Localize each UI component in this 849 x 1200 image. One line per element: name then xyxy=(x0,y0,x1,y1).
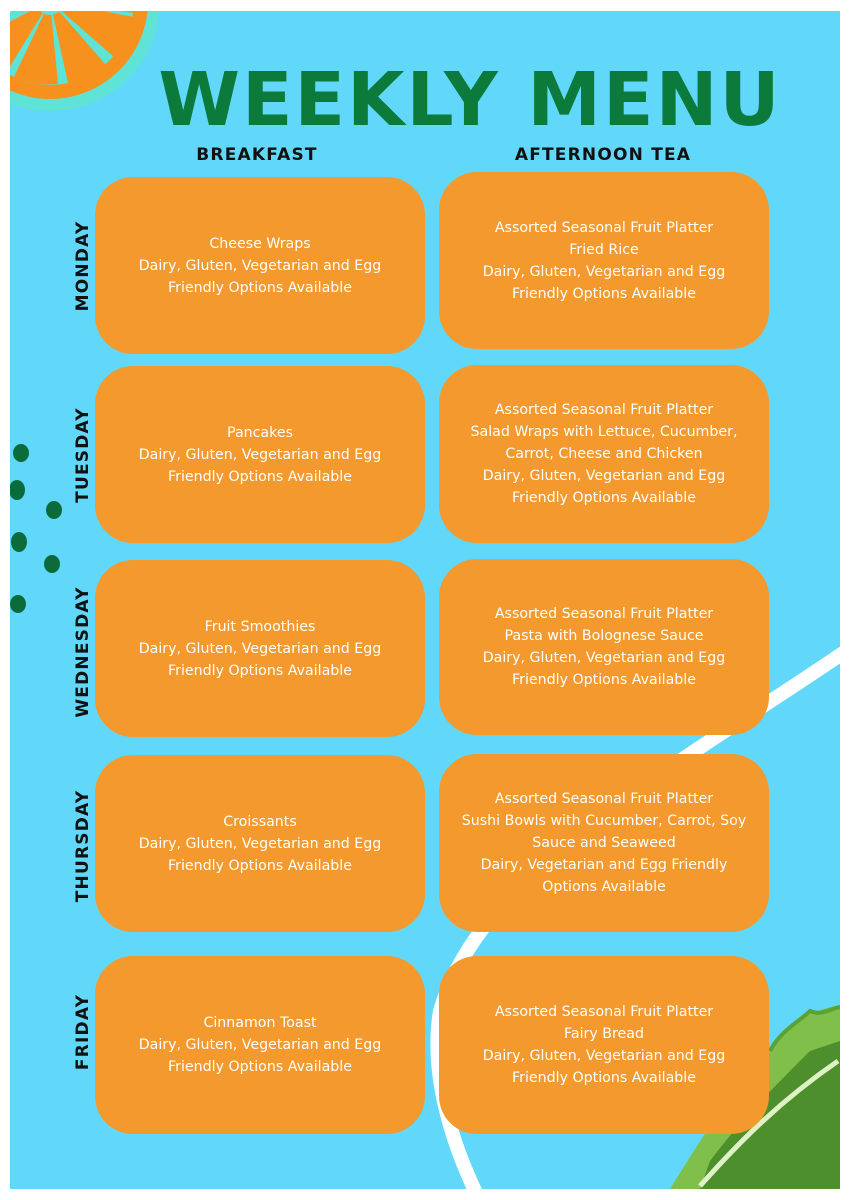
orange-slice-icon xyxy=(10,11,160,111)
monday-afternoon-tea-card: Assorted Seasonal Fruit Platter Fried Ri… xyxy=(439,172,769,349)
meal-line: Dairy, Gluten, Vegetarian and Egg xyxy=(482,468,726,484)
meal-line: Friendly Options Available xyxy=(512,1070,696,1086)
breakfast-column-header: BREAKFAST xyxy=(196,145,318,165)
thursday-breakfast-card: Croissants Dairy, Gluten, Vegetarian and… xyxy=(95,755,425,932)
day-label-friday: FRIDAY xyxy=(73,993,93,1071)
meal-line: Friendly Options Available xyxy=(512,490,696,506)
tuesday-breakfast-card: Pancakes Dairy, Gluten, Vegetarian and E… xyxy=(95,366,425,543)
meal-line: Dairy, Gluten, Vegetarian and Egg xyxy=(138,640,382,657)
meal-line: Dairy, Vegetarian and Egg Friendly xyxy=(480,857,728,873)
meal-line: Cheese Wraps xyxy=(209,235,311,252)
meal-line: Sauce and Seaweed xyxy=(532,835,676,851)
meal-line: Dairy, Gluten, Vegetarian and Egg xyxy=(138,1037,382,1053)
decorations xyxy=(10,11,840,1189)
wednesday-breakfast-card: Fruit Smoothies Dairy, Gluten, Vegetaria… xyxy=(95,560,425,737)
meal-line: Cinnamon Toast xyxy=(203,1015,317,1031)
meal-line: Fried Rice xyxy=(569,241,639,258)
meal-line: Friendly Options Available xyxy=(168,468,352,485)
meal-line: Fairy Bread xyxy=(564,1026,644,1042)
meal-line: Dairy, Gluten, Vegetarian and Egg xyxy=(138,257,382,274)
page-title: WEEKLY MENU xyxy=(158,57,782,143)
meal-line: Pancakes xyxy=(227,424,293,441)
meal-line: Friendly Options Available xyxy=(168,662,352,679)
meal-line: Dairy, Gluten, Vegetarian and Egg xyxy=(138,446,382,463)
day-label-tuesday: TUESDAY xyxy=(73,407,93,503)
meal-line: Friendly Options Available xyxy=(168,857,352,874)
green-dots xyxy=(10,444,62,613)
meal-line: Dairy, Gluten, Vegetarian and Egg xyxy=(482,1048,726,1064)
day-label-thursday: THURSDAY xyxy=(73,789,93,903)
meal-line: Croissants xyxy=(223,813,297,830)
day-label-wednesday: WEDNESDAY xyxy=(73,586,93,718)
meal-line: Fruit Smoothies xyxy=(204,618,316,635)
meal-line: Pasta with Bolognese Sauce xyxy=(504,628,704,644)
menu-poster: WEEKLY MENU BREAKFAST AFTERNOON TEA MOND… xyxy=(10,11,840,1189)
meal-line: Dairy, Gluten, Vegetarian and Egg xyxy=(482,263,726,280)
meal-line: Friendly Options Available xyxy=(512,285,696,302)
meal-line: Dairy, Gluten, Vegetarian and Egg xyxy=(138,835,382,852)
meal-line: Sushi Bowls with Cucumber, Carrot, Soy xyxy=(461,813,747,829)
meal-line: Salad Wraps with Lettuce, Cucumber, xyxy=(470,424,738,440)
afternoon-tea-column-header: AFTERNOON TEA xyxy=(514,145,692,165)
wednesday-afternoon-tea-card: Assorted Seasonal Fruit Platter Pasta wi… xyxy=(439,559,769,735)
meal-line: Friendly Options Available xyxy=(512,672,696,688)
friday-afternoon-tea-card: Assorted Seasonal Fruit Platter Fairy Br… xyxy=(439,956,769,1134)
meal-line: Dairy, Gluten, Vegetarian and Egg xyxy=(482,650,726,666)
meal-line: Friendly Options Available xyxy=(168,279,352,296)
meal-line: Options Available xyxy=(542,879,666,895)
meal-line: Assorted Seasonal Fruit Platter xyxy=(494,606,714,622)
day-label-monday: MONDAY xyxy=(73,220,93,312)
meal-line: Friendly Options Available xyxy=(168,1059,352,1075)
meal-line: Assorted Seasonal Fruit Platter xyxy=(494,791,714,807)
white-curve xyxy=(430,646,840,1189)
monday-breakfast-card: Cheese Wraps Dairy, Gluten, Vegetarian a… xyxy=(95,177,425,354)
meal-line: Assorted Seasonal Fruit Platter xyxy=(494,1004,714,1020)
meal-line: Assorted Seasonal Fruit Platter xyxy=(494,402,714,418)
meal-line: Carrot, Cheese and Chicken xyxy=(505,446,703,462)
tuesday-afternoon-tea-card: Assorted Seasonal Fruit Platter Salad Wr… xyxy=(439,365,769,543)
meal-line: Assorted Seasonal Fruit Platter xyxy=(494,219,714,236)
thursday-afternoon-tea-card: Assorted Seasonal Fruit Platter Sushi Bo… xyxy=(439,754,769,932)
friday-breakfast-card: Cinnamon Toast Dairy, Gluten, Vegetarian… xyxy=(95,956,425,1134)
